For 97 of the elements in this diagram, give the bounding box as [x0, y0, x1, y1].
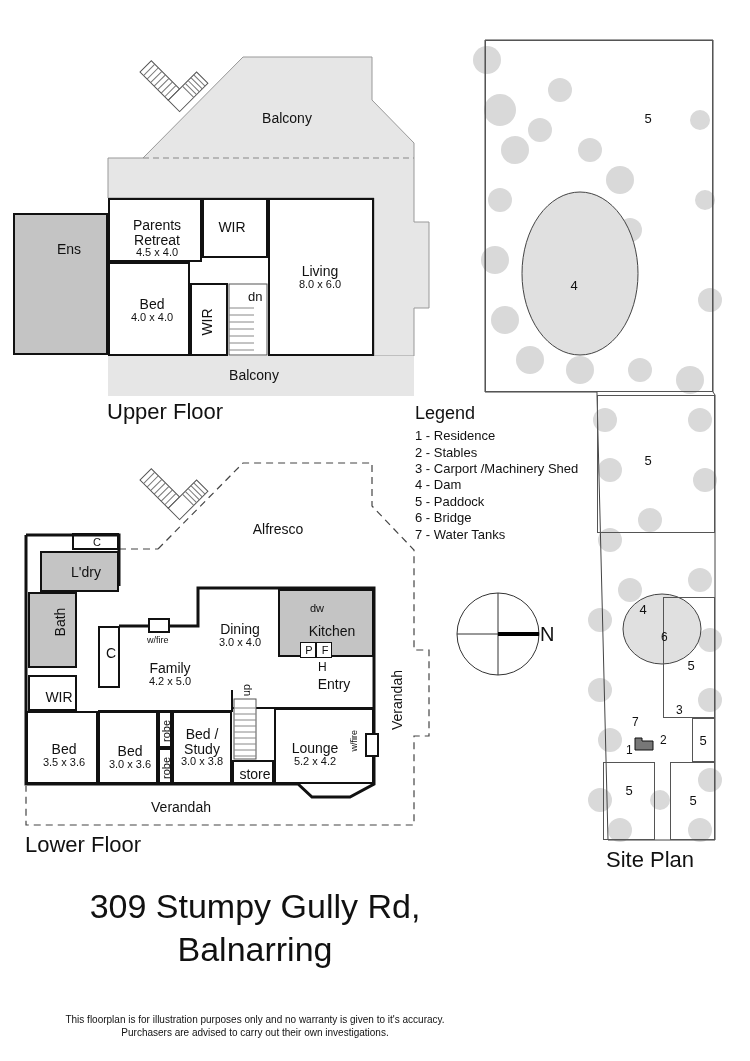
plan-title: Upper Floor	[107, 400, 224, 425]
area-number: 5	[687, 659, 695, 673]
room-name: Living	[301, 263, 339, 279]
room-name: Parents Retreat	[131, 217, 183, 247]
room-name: Alfresco	[252, 521, 304, 537]
room-outline	[28, 675, 77, 711]
room-name: WIR	[199, 308, 215, 336]
balcony-area	[108, 356, 414, 396]
fireplace-label: w/fire	[350, 730, 360, 752]
balcony-area	[108, 57, 429, 356]
room-name: Entry	[317, 676, 351, 692]
north-label: N	[540, 623, 555, 645]
paddock-outline	[597, 395, 715, 533]
room-name: F	[321, 645, 329, 657]
room-outline	[268, 198, 374, 356]
room-outline	[40, 551, 119, 592]
paddock-outline	[663, 597, 715, 718]
cupboard-outline	[98, 626, 120, 688]
room-name: Family	[149, 660, 191, 676]
room-dimensions: 4.5 x 4.0	[135, 246, 179, 259]
area-number: 5	[689, 794, 697, 808]
room-name: C	[93, 537, 101, 549]
room-name: Bed	[117, 743, 143, 759]
paddock-outline	[670, 762, 715, 840]
room-outline	[108, 262, 190, 356]
room-dimensions: 3.0 x 3.8	[180, 755, 224, 768]
robe-outline	[158, 748, 172, 784]
area-number: 5	[644, 112, 652, 126]
page-title: 309 Stumpy Gully Rd, Balnarring	[88, 886, 422, 970]
legend-item: 1 - Residence	[415, 429, 496, 444]
area-number: 5	[699, 734, 707, 748]
dam-area	[521, 191, 639, 356]
legend-item: 6 - Bridge	[415, 511, 472, 526]
room-name: Verandah	[389, 670, 405, 730]
room-name: P	[305, 645, 313, 657]
room-dimensions: 8.0 x 6.0	[298, 278, 342, 291]
robe-outline	[158, 711, 172, 748]
room-outline	[202, 198, 268, 258]
room-outline	[28, 592, 77, 668]
legend-item: 4 - Dam	[415, 478, 462, 493]
stair-direction: dn	[248, 290, 263, 305]
kitchen-counter	[278, 589, 374, 657]
room-name: Bath	[52, 607, 68, 637]
room-name: L'dry	[71, 564, 101, 580]
room-outline	[98, 711, 158, 784]
room-name: Ens	[56, 241, 82, 257]
room-dimensions: 3.0 x 4.0	[218, 636, 262, 649]
room-name: robe	[161, 757, 173, 779]
room-name: Bed / Study	[183, 726, 221, 756]
room-name: robe	[161, 720, 173, 742]
room-outline	[190, 283, 228, 356]
room-name: C	[105, 645, 117, 661]
appliance-label: dw	[310, 602, 325, 615]
plan-title: Lower Floor	[25, 833, 142, 858]
area-number: 1	[626, 744, 633, 758]
room-name: Bed	[139, 296, 165, 312]
area-number: 3	[676, 704, 683, 718]
area-number: 5	[644, 454, 652, 468]
hallway-label: H	[318, 661, 327, 675]
area-number: 2	[660, 734, 667, 748]
room-name: Dining	[220, 621, 260, 637]
area-number: 5	[625, 784, 633, 798]
legend-item: 2 - Stables	[415, 446, 478, 461]
legend-title: Legend	[415, 404, 476, 424]
room-dimensions: 3.0 x 3.6	[108, 758, 152, 771]
room-name: WIR	[45, 689, 73, 705]
room-outline	[13, 213, 108, 355]
disclaimer-text: This floorplan is for illustration purposes only and no warranty is given to it's accuracy.	[65, 1014, 445, 1025]
room-name: Bed	[51, 741, 77, 757]
room-name: Kitchen	[308, 623, 356, 639]
fridge-outline	[316, 642, 332, 658]
area-number: 4	[639, 603, 647, 617]
room-name: WIR	[218, 219, 246, 235]
pantry-outline	[300, 642, 316, 658]
legend-item: 5 - Paddock	[415, 495, 485, 510]
room-name: Balcony	[262, 110, 312, 126]
legend-item: 7 - Water Tanks	[415, 528, 506, 543]
room-name: Lounge	[291, 740, 339, 756]
room-dimensions: 4.0 x 4.0	[130, 311, 174, 324]
room-name: Balcony	[229, 367, 279, 383]
room-dimensions: 3.5 x 3.6	[42, 756, 86, 769]
room-name: store	[239, 766, 271, 782]
legend-item: 3 - Carport /Machinery Shed	[415, 462, 579, 477]
area-number: 4	[570, 279, 578, 293]
room-name: Verandah	[151, 799, 211, 815]
room-outline	[108, 198, 202, 262]
fireplace-label: w/fire	[147, 636, 169, 646]
area-number: 7	[632, 716, 639, 730]
room-dimensions: 4.2 x 5.0	[148, 675, 192, 688]
paddock-outline	[603, 762, 655, 840]
room-outline	[26, 711, 98, 784]
paddock-outline	[692, 718, 715, 762]
stair-direction: up	[240, 684, 253, 697]
room-dimensions: 5.2 x 4.2	[293, 755, 337, 768]
disclaimer-text: Purchasers are advised to carry out their own investigations.	[121, 1027, 389, 1038]
paddock-outline	[485, 40, 713, 392]
plan-title: Site Plan	[605, 848, 695, 872]
